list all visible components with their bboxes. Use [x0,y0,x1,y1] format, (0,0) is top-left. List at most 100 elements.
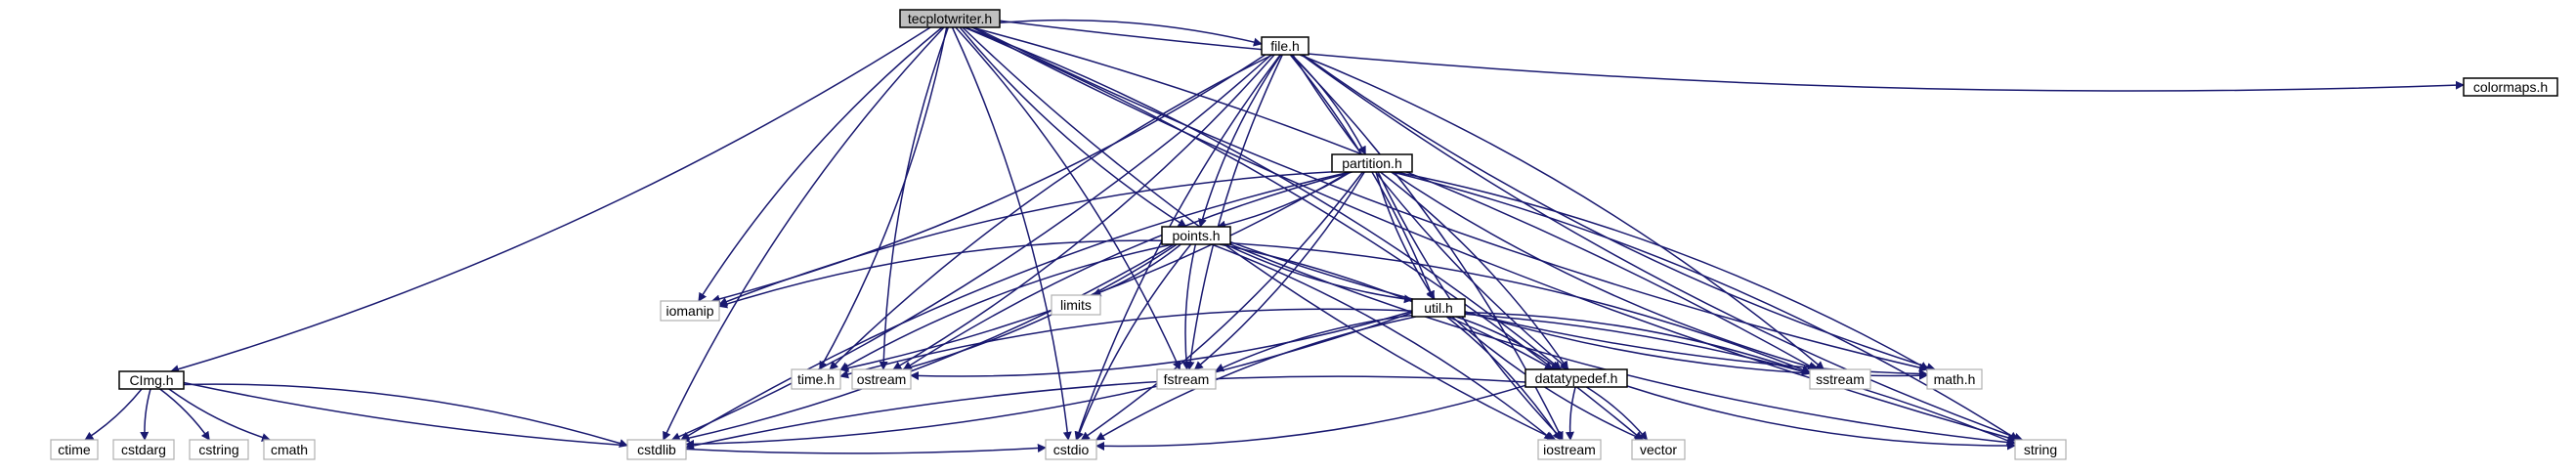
edge-util-to-cstdlib [685,312,1413,449]
node-label-string: string [2024,442,2057,457]
node-cmath: cmath [263,439,316,460]
node-colormaps[interactable]: colormaps.h [2463,77,2558,97]
node-iomanip: iomanip [660,300,720,322]
node-label-cstdio: cstdio [1053,442,1090,457]
node-cstdio: cstdio [1045,439,1097,460]
node-points[interactable]: points.h [1161,226,1231,245]
edge-file-to-timeh [829,54,1273,370]
edge-partition-to-points [1217,171,1352,230]
edge-util-to-iostream [1445,316,1562,441]
node-limits: limits [1051,294,1101,316]
node-sstream: sstream [1809,368,1871,390]
edge-util-to-cstdio [1095,316,1416,441]
edge-tecplotwriter-to-file [999,19,1263,47]
node-datatypedef[interactable]: datatypedef.h [1524,368,1628,388]
node-vector: vector [1631,439,1686,460]
node-label-colormaps: colormaps.h [2473,79,2548,95]
node-label-sstream: sstream [1816,371,1865,387]
edge-file-to-ostream [892,54,1275,370]
edge-partition-to-sstream [1391,171,1821,372]
node-label-iomanip: iomanip [665,303,713,319]
edge-util-to-fstream [1215,314,1413,372]
node-label-timeh: time.h [797,371,835,387]
edge-points-to-iomanip [718,239,1163,309]
edge-util-to-datatypedef [1455,316,1561,370]
edge-tecplotwriter-to-ostream [879,26,950,370]
edge-tecplotwriter-to-mathh [973,26,1928,372]
node-box-iostream [1537,439,1602,460]
edge-points-to-cstdio [1075,243,1192,441]
edge-points-to-ostream [902,243,1178,372]
edge-cimg-to-cstdio [183,381,1047,454]
edge-partition-to-ostream [902,171,1352,370]
edge-cimg-to-cstring [159,388,210,441]
edge-datatypedef-to-string [1626,385,2016,451]
node-box-datatypedef [1524,368,1628,388]
node-timeh: time.h [791,368,841,390]
node-tecplotwriter[interactable]: tecplotwriter.h [899,9,1001,28]
edge-file-to-string [1301,54,2024,442]
node-cimg[interactable]: CImg.h [118,370,185,390]
node-cstring: cstring [189,439,249,460]
edge-points-to-util [1224,243,1413,304]
edge-partition-to-timeh [839,171,1351,372]
node-ostream: ostream [851,368,912,390]
node-util[interactable]: util.h [1411,298,1466,318]
node-box-fstream [1156,368,1217,390]
edge-points-to-mathh [1229,240,1928,378]
edge-points-to-fstream [1181,243,1197,370]
edge-tecplotwriter-to-iomanip [698,26,943,302]
node-box-cmath [263,439,316,460]
edge-points-to-limits [1092,243,1181,297]
edge-cimg-to-cstdarg [140,388,151,441]
edge-partition-to-cstdio [1080,171,1364,441]
node-box-ostream [851,368,912,390]
edge-file-to-fstream [1185,54,1283,370]
node-label-points: points.h [1172,228,1220,243]
node-box-sstream [1809,368,1871,390]
edge-file-to-cstdlib [670,54,1272,441]
node-box-mathh [1926,368,1983,390]
node-box-limits [1051,294,1101,316]
edge-points-to-cstdlib [680,243,1175,443]
node-label-vector: vector [1640,442,1677,457]
node-box-cimg [118,370,185,390]
edge-util-to-string [1464,313,2016,445]
edge-tecplotwriter-to-cimg [170,26,931,374]
node-label-cstdlib: cstdlib [637,442,676,457]
edge-file-to-datatypedef [1292,54,1569,370]
edge-util-to-sstream [1464,312,1811,376]
node-label-ostream: ostream [857,371,907,387]
node-cstdarg: cstdarg [112,439,175,460]
node-label-mathh: math.h [1934,371,1976,387]
edge-file-to-points [1198,54,1282,228]
node-label-util: util.h [1424,300,1453,316]
node-box-partition [1331,153,1413,173]
node-label-cstdarg: cstdarg [121,442,166,457]
node-box-cstdio [1045,439,1097,460]
edge-tecplotwriter-to-cstdio [951,26,1072,441]
node-box-cstdlib [626,439,687,460]
node-box-iomanip [660,300,720,322]
edge-points-to-iostream [1211,243,1554,441]
node-box-file [1261,36,1309,56]
node-mathh: math.h [1926,368,1983,390]
edge-partition-to-iostream [1377,171,1564,441]
edge-datatypedef-to-iostream [1565,386,1576,441]
node-string: string [2014,439,2067,460]
node-label-fstream: fstream [1164,371,1210,387]
node-box-cstring [189,439,249,460]
edge-datatypedef-to-cstdio [1095,384,1526,451]
edge-cimg-to-cmath [168,388,271,442]
edge-file-to-iomanip [710,54,1267,304]
node-box-colormaps [2463,77,2558,97]
edge-partition-to-fstream [1193,171,1365,370]
edge-partition-to-cstdlib [680,171,1351,441]
node-box-timeh [791,368,841,390]
edge-cimg-to-ctime [84,388,143,441]
edges-layer [84,19,2465,454]
node-file[interactable]: file.h [1261,36,1309,56]
node-label-file: file.h [1270,38,1300,54]
node-partition[interactable]: partition.h [1331,153,1413,173]
